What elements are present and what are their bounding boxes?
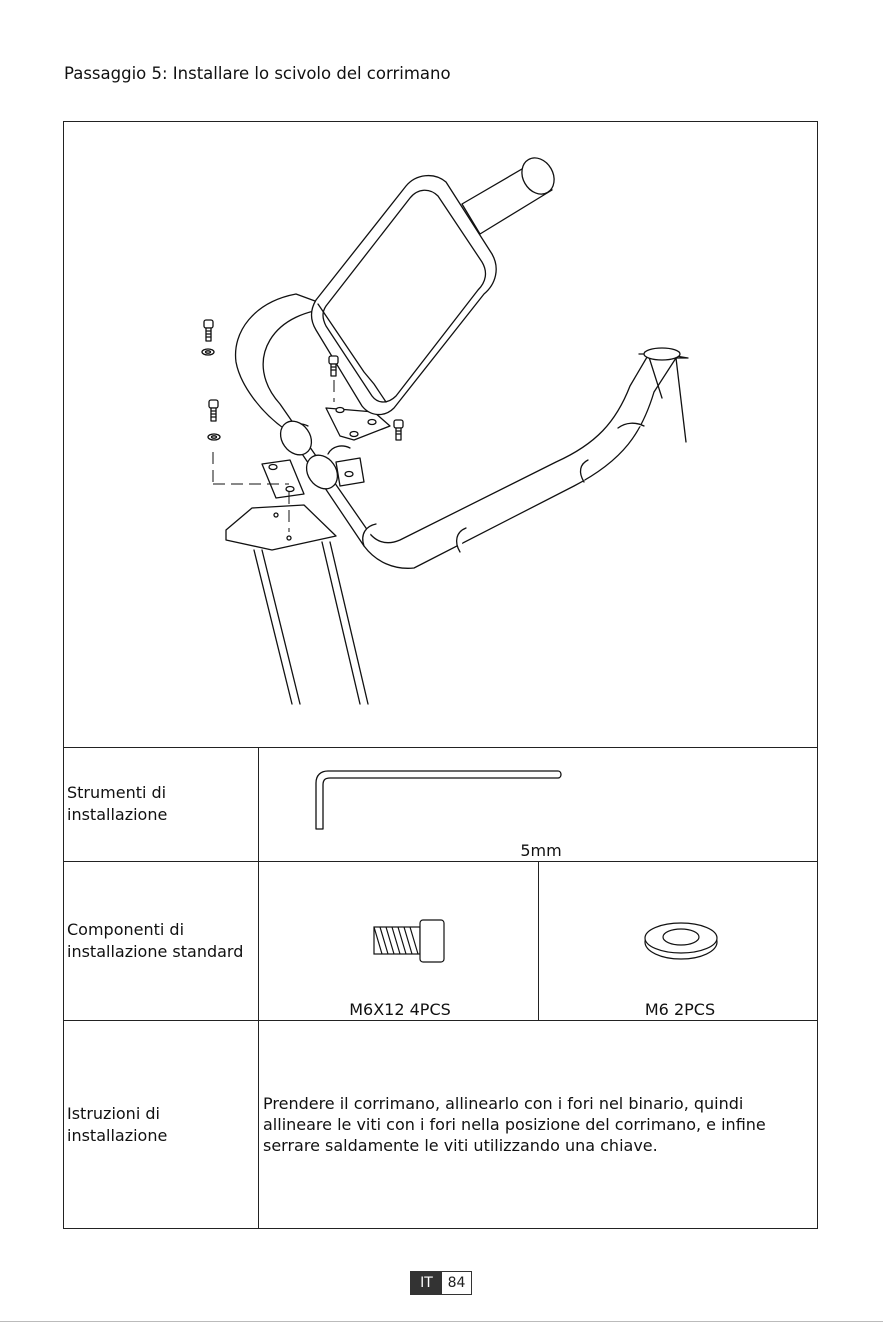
page-number-badge: IT 84 bbox=[410, 1271, 472, 1295]
bottom-rule bbox=[0, 1321, 883, 1322]
tools-label: Strumenti di installazione bbox=[64, 747, 259, 861]
washer-icon bbox=[644, 922, 718, 960]
parts-content: M6X12 4PCS M6 2PCS bbox=[260, 862, 817, 1020]
instruction-line: allineare le viti con i fori nella posiz… bbox=[263, 1115, 766, 1134]
assembly-illustration bbox=[64, 122, 817, 748]
bolt-caption: M6X12 4PCS bbox=[349, 1000, 451, 1019]
instructions-label-line1: Istruzioni di bbox=[67, 1103, 160, 1123]
language-code: IT bbox=[411, 1272, 442, 1294]
instructions-label-line2: installazione bbox=[67, 1125, 168, 1145]
parts-divider bbox=[538, 862, 539, 1020]
instructions-content: Prendere il corrimano, allinearlo con i … bbox=[260, 1021, 817, 1228]
instruction-table: Strumenti di installazione 5mm Component… bbox=[63, 121, 818, 1229]
parts-row: Componenti di installazione standard M6X… bbox=[64, 862, 817, 1021]
page-number: 84 bbox=[442, 1272, 471, 1294]
instructions-label: Istruzioni di installazione bbox=[64, 1021, 259, 1228]
parts-label: Componenti di installazione standard bbox=[64, 862, 259, 1020]
tools-row: Strumenti di installazione 5mm bbox=[64, 747, 817, 862]
tools-label-line2: installazione bbox=[67, 805, 168, 824]
tool-size: 5mm bbox=[520, 841, 562, 860]
instructions-row: Istruzioni di installazione Prendere il … bbox=[64, 1021, 817, 1228]
parts-label-line1: Componenti di bbox=[67, 920, 185, 939]
handrail-assembly-drawing bbox=[201, 157, 689, 705]
parts-label-line2: installazione standard bbox=[67, 942, 244, 961]
instruction-line: serrare saldamente le viti utilizzando u… bbox=[263, 1136, 658, 1155]
tools-content: 5mm bbox=[260, 747, 817, 861]
page-title: Passaggio 5: Installare lo scivolo del c… bbox=[64, 64, 451, 83]
allen-key-icon bbox=[315, 770, 562, 830]
bolt-icon bbox=[373, 919, 445, 963]
washer-caption: M6 2PCS bbox=[644, 1000, 716, 1019]
instructions-text: Prendere il corrimano, allinearlo con i … bbox=[263, 1093, 797, 1156]
instruction-line: Prendere il corrimano, allinearlo con i … bbox=[263, 1094, 744, 1113]
tools-label-line1: Strumenti di bbox=[67, 783, 167, 802]
